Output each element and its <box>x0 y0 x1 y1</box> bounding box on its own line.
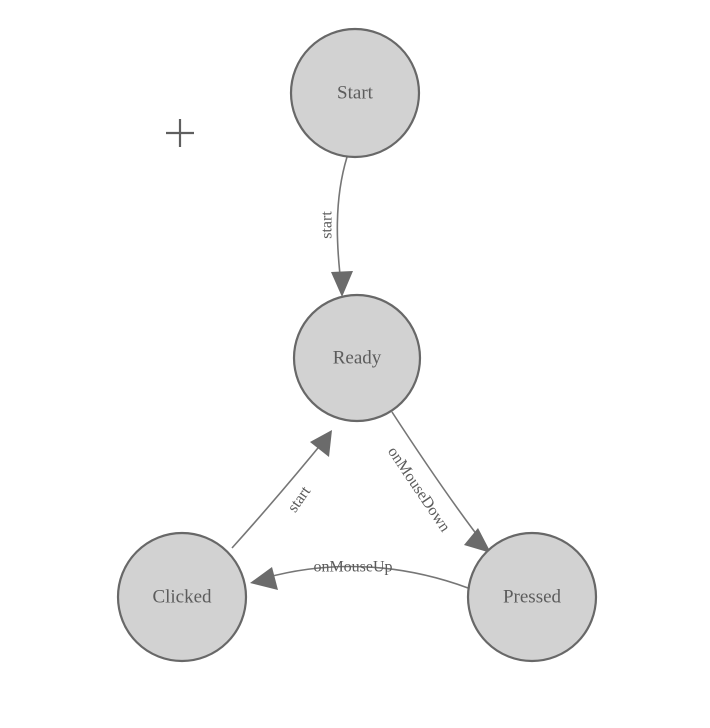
node-circle-clicked[interactable] <box>116 531 248 663</box>
edge-label-pressed-to-clicked: onMouseUp <box>313 559 392 576</box>
edge-start-to-ready[interactable]: start <box>319 156 353 297</box>
node-circle-start[interactable] <box>289 27 421 159</box>
edge-label-start-to-ready: start <box>319 211 336 239</box>
edge-line-pressed-to-clicked <box>264 565 469 589</box>
edge-line-clicked-to-ready <box>231 436 328 549</box>
edge-label-clicked-to-ready: start <box>284 483 314 516</box>
arrowhead-clicked-to-ready <box>310 430 332 457</box>
node-clicked[interactable]: Clicked <box>116 531 248 663</box>
node-start[interactable]: Start <box>289 27 421 159</box>
edge-clicked-to-ready[interactable]: start <box>231 430 332 549</box>
node-label-ready: Ready <box>333 347 382 368</box>
arrowhead-pressed-to-clicked <box>250 567 278 590</box>
crosshair-marker <box>166 119 194 147</box>
node-label-start: Start <box>337 82 374 103</box>
node-pressed[interactable]: Pressed <box>466 531 598 663</box>
edge-ready-to-pressed[interactable]: onMouseDown <box>384 411 491 553</box>
node-circle-ready[interactable] <box>292 293 422 423</box>
arrowhead-start-to-ready <box>331 271 353 297</box>
node-circle-pressed[interactable] <box>466 531 598 663</box>
node-label-pressed: Pressed <box>503 586 562 607</box>
edge-label-ready-to-pressed: onMouseDown <box>384 444 453 535</box>
edge-pressed-to-clicked[interactable]: onMouseUp <box>250 559 469 590</box>
node-label-clicked: Clicked <box>152 586 212 607</box>
arrowhead-ready-to-pressed <box>464 528 491 553</box>
node-ready[interactable]: Ready <box>292 293 422 423</box>
